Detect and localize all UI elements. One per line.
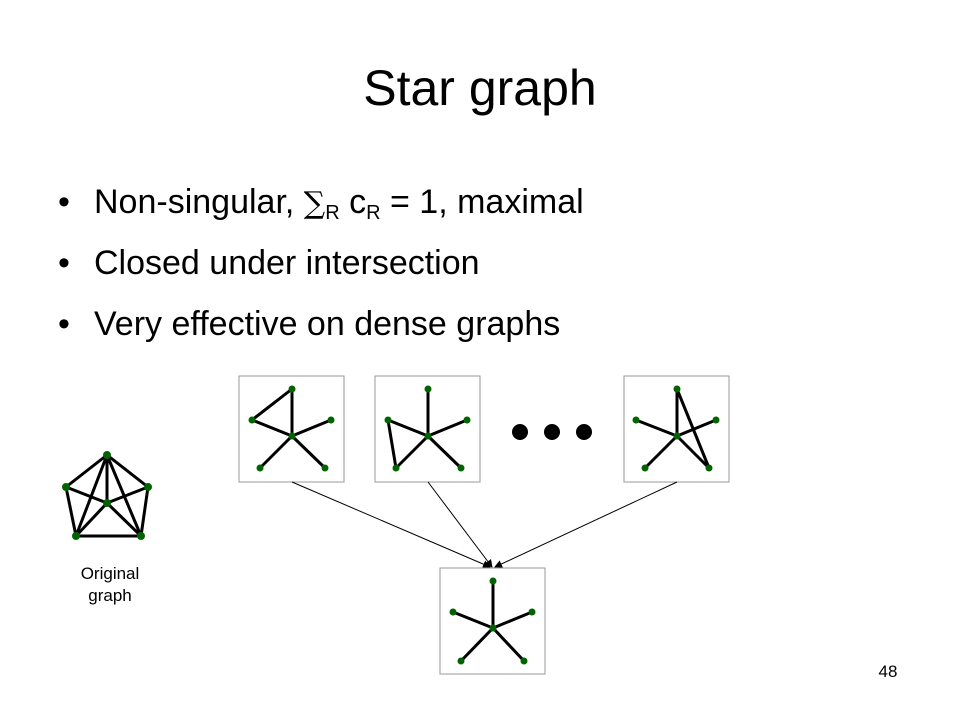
bullet-text: c (339, 183, 367, 221)
subscript-r: R (366, 202, 381, 224)
graph-node (103, 451, 111, 459)
graph-node (321, 464, 329, 472)
graph-node (712, 416, 720, 424)
graph-node (72, 532, 80, 540)
graph-node (248, 416, 256, 424)
graph-node (673, 385, 681, 393)
graph-node (457, 464, 465, 472)
graph-node (641, 464, 649, 472)
graph-node (327, 416, 335, 424)
graph-node (463, 416, 471, 424)
bullet-text: = 1, maximal (380, 183, 584, 221)
arrows (291, 481, 678, 568)
graph-node (62, 483, 70, 491)
graph-node (288, 385, 296, 393)
graph-node (489, 577, 497, 585)
graph-node (424, 385, 432, 393)
bullet-item: Closed under intersection (58, 236, 584, 297)
graph-node (457, 657, 465, 665)
slide-title: Star graph (363, 60, 597, 116)
subscript-r: R (325, 202, 340, 224)
graph-node (673, 432, 681, 440)
graph-node (392, 464, 400, 472)
graph-node (424, 432, 432, 440)
graph-node (520, 657, 528, 665)
original-graph-caption: Original graph (60, 563, 160, 607)
graph-node (489, 624, 497, 632)
bullet-text: Non-singular, (94, 183, 304, 221)
original-graph (64, 453, 150, 538)
arrow (427, 481, 493, 568)
graph-node (632, 416, 640, 424)
bullet-item: Very effective on dense graphs (58, 297, 584, 358)
sigma-symbol: ∑ (303, 186, 326, 221)
arrow (494, 481, 678, 568)
graph-node (384, 416, 392, 424)
bullet-item: Non-singular, ∑R cR = 1, maximal (58, 175, 584, 236)
star-result-box (439, 567, 546, 675)
graph-node (449, 608, 457, 616)
original-graph-nodes (62, 451, 152, 540)
star-box-1 (238, 375, 345, 483)
graph-node (705, 464, 713, 472)
graph-node (288, 432, 296, 440)
bullet-list: Non-singular, ∑R cR = 1, maximal Closed … (58, 175, 584, 358)
graph-node (103, 499, 111, 507)
page-number: 48 (878, 662, 898, 681)
arrow (291, 481, 491, 568)
graph-node (528, 608, 536, 616)
graph-node (256, 464, 264, 472)
graph-node (144, 483, 152, 491)
graph-node (137, 532, 145, 540)
star-box-2 (374, 375, 481, 483)
ellipsis-dots (512, 424, 592, 440)
caption-line: graph (88, 586, 132, 605)
star-box-3 (623, 375, 730, 483)
caption-line: Original (80, 564, 140, 583)
